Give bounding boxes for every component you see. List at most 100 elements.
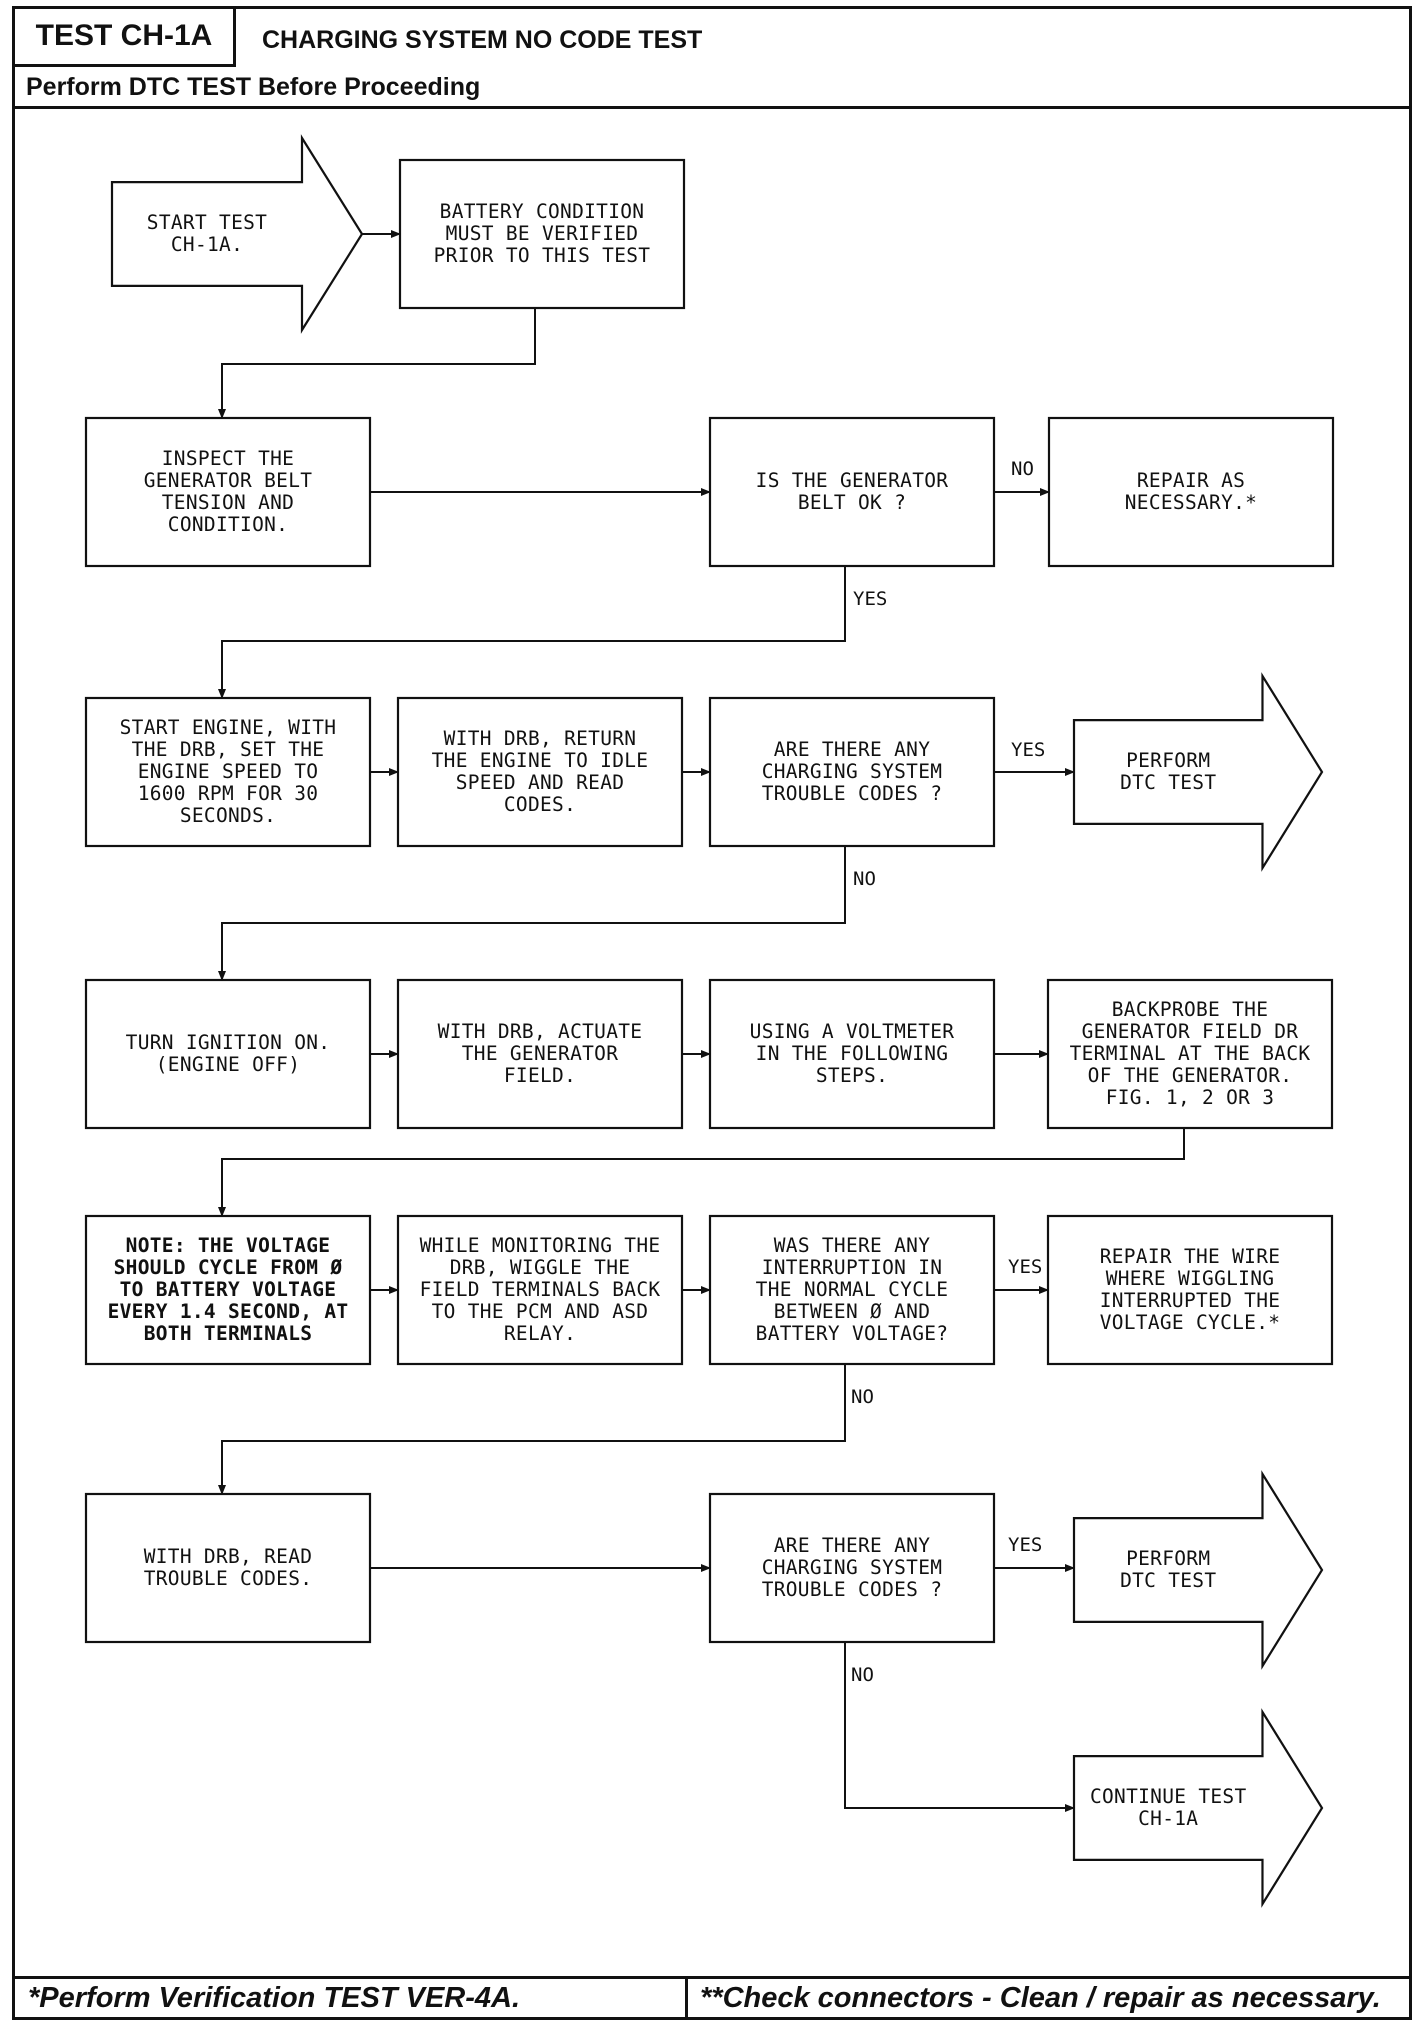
edge-label-no: NO [853,868,876,890]
node-interruption-q-line: BETWEEN Ø AND [773,1300,931,1323]
node-belt-ok-line: IS THE GENERATOR [755,469,949,492]
node-note-voltage-line: BOTH TERMINALS [143,1322,313,1345]
node-actuate-field-line: WITH DRB, ACTUATE [437,1020,643,1043]
node-codes-q2-line: ARE THERE ANY [773,1534,931,1557]
node-repair-belt-line: NECESSARY.* [1124,491,1258,514]
node-start-engine-line: START ENGINE, WITH [119,716,337,739]
header-id-box-bottom-rule [12,64,236,67]
node-ignition-on-label: TURN IGNITION ON.(ENGINE OFF) [86,980,370,1128]
node-return-idle-line: CODES. [503,793,577,816]
node-belt-ok-line: BELT OK ? [797,491,907,514]
node-continue-test-line: CONTINUE TEST [1089,1785,1247,1808]
node-inspect-belt-line: TENSION AND [161,491,295,514]
node-start-engine-line: THE DRB, SET THE [131,738,325,761]
node-repair-wire-line: WHERE WIGGLING [1105,1267,1275,1290]
node-voltmeter-shape [708,978,996,1130]
node-repair-wire-shape [1046,1214,1334,1366]
edge-label-no: NO [1011,458,1034,480]
node-battery-line: PRIOR TO THIS TEST [433,244,651,267]
node-start-line: START TEST [146,211,268,234]
node-repair-wire-line: REPAIR THE WIRE [1099,1245,1281,1268]
edge-codes-q2-to-continue-test [844,1642,1075,1812]
node-start-engine-line: ENGINE SPEED TO [137,760,319,783]
node-backprobe-line: TERMINAL AT THE BACK [1069,1042,1311,1065]
page-subtitle: Perform DTC TEST Before Proceeding [26,73,481,101]
node-wiggle-line: TO THE PCM AND ASD [431,1300,649,1323]
node-repair-belt-shape [1047,416,1335,568]
node-wiggle-shape [396,1214,684,1366]
node-start-engine-shape [84,696,372,848]
node-note-voltage-line: TO BATTERY VOLTAGE [119,1278,337,1301]
node-codes-q1-line: CHARGING SYSTEM [761,760,943,783]
node-start-line: CH-1A. [170,233,244,256]
footer-connectors-note: **Check connectors - Clean / repair as n… [700,1982,1381,2014]
node-return-idle-shape [396,696,684,848]
node-ignition-on-line: TURN IGNITION ON. [125,1031,331,1054]
node-note-voltage-line: NOTE: THE VOLTAGE [125,1234,331,1257]
node-backprobe-line: FIG. 1, 2 OR 3 [1105,1086,1275,1109]
node-read-codes-line: TROUBLE CODES. [143,1567,313,1590]
edge-label-yes: YES [1011,739,1046,761]
node-inspect-belt-line: CONDITION. [167,513,289,536]
node-wiggle-line: FIELD TERMINALS BACK [419,1278,661,1301]
footer-divider [685,1976,688,2020]
node-perform-dtc-2-line: DTC TEST [1120,1569,1217,1592]
node-start-shape [110,134,364,334]
node-repair-wire-line: VOLTAGE CYCLE.* [1099,1311,1281,1334]
node-shapes [84,134,1335,1908]
node-read-codes-line: WITH DRB, READ [143,1545,313,1568]
edge-label-yes: YES [853,588,888,610]
edge-backprobe-to-note-voltage [218,1128,1185,1217]
node-belt-ok-shape [708,416,996,568]
node-perform-dtc-2-shape [1072,1470,1324,1670]
edge-battery-to-inspect-belt [218,308,536,419]
test-title: CHARGING SYSTEM NO CODE TEST [262,26,703,54]
node-actuate-field-line: THE GENERATOR [461,1042,619,1065]
node-actuate-field-shape [396,978,684,1130]
node-codes-q2-line: TROUBLE CODES ? [761,1578,943,1601]
node-perform-dtc-1-shape [1072,672,1324,872]
node-interruption-q-line: THE NORMAL CYCLE [755,1278,949,1301]
edge-label-yes: YES [1008,1256,1043,1278]
node-codes-q2-line: CHARGING SYSTEM [761,1556,943,1579]
node-interruption-q-shape [708,1214,996,1366]
node-ignition-on-line: (ENGINE OFF) [155,1053,301,1076]
edge-label-yes: YES [1008,1534,1043,1556]
node-wiggle-line: WHILE MONITORING THE [419,1234,661,1257]
edge-codes-q1-to-ignition-on [218,846,846,981]
node-voltmeter-line: IN THE FOLLOWING [755,1042,949,1065]
node-voltmeter-line: USING A VOLTMETER [749,1020,955,1043]
edge-label-no: NO [851,1664,874,1686]
node-return-idle-line: THE ENGINE TO IDLE [431,749,649,772]
node-note-voltage-line: EVERY 1.4 SECOND, AT [107,1300,349,1323]
node-battery-line: BATTERY CONDITION [439,200,645,223]
node-backprobe-line: BACKPROBE THE [1111,998,1269,1021]
node-inspect-belt-shape [84,416,372,568]
node-return-idle-line: WITH DRB, RETURN [443,727,637,750]
node-codes-q1-line: ARE THERE ANY [773,738,931,761]
connector-lines [218,230,1185,1812]
node-battery-line: MUST BE VERIFIED [445,222,639,245]
node-voltmeter-line: STEPS. [815,1064,889,1087]
node-ignition-on-shape [84,978,372,1130]
footer-verification-note: *Perform Verification TEST VER-4A. [28,1982,521,2014]
node-interruption-q-line: BATTERY VOLTAGE? [755,1322,949,1345]
node-inspect-belt-line: GENERATOR BELT [143,469,313,492]
node-codes-q1-line: TROUBLE CODES ? [761,782,943,805]
node-continue-test-line: CH-1A [1138,1807,1199,1830]
